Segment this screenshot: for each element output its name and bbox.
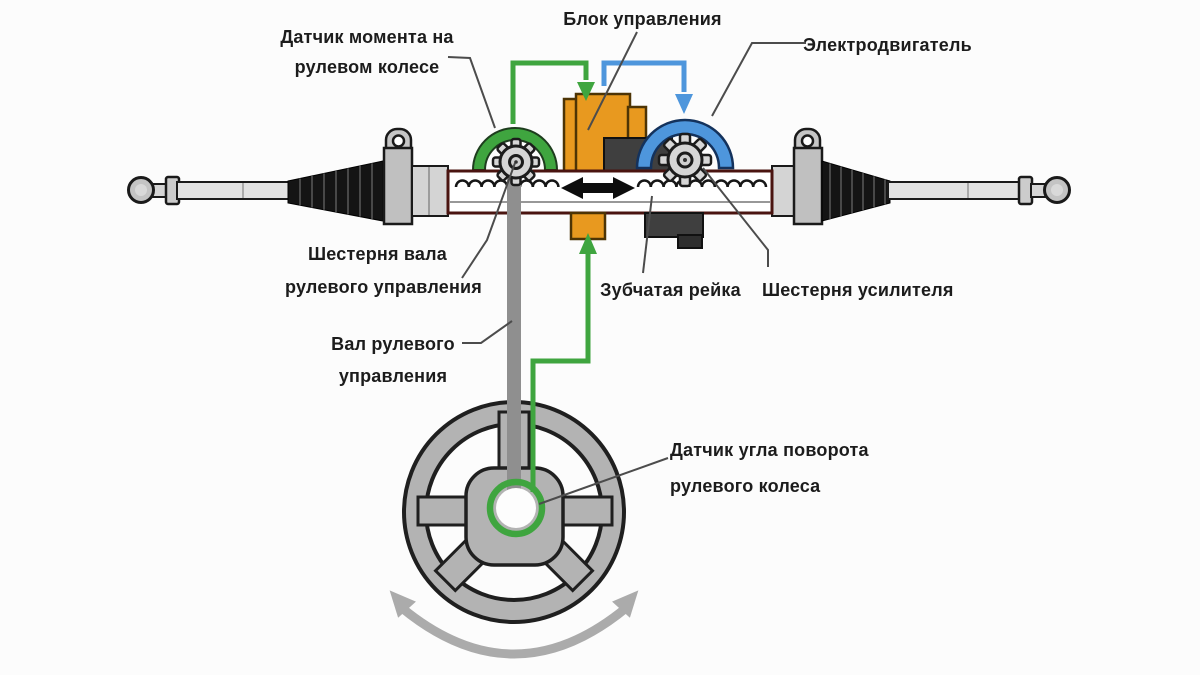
rack-teeth-right (636, 179, 768, 188)
label-rack: Зубчатая рейка (600, 280, 741, 300)
label-control-unit: Блок управления (563, 9, 722, 29)
leader-booster-gear (702, 167, 769, 267)
angle-sensor-wire-arrowhead (579, 233, 597, 254)
left-rod (176, 181, 291, 200)
right-ball-joint-center (1051, 184, 1063, 196)
ecu-to-motor-wire (601, 60, 687, 92)
left-mount-bracket (382, 146, 414, 226)
angle-sensor-wire (530, 243, 591, 492)
right-boot (821, 160, 891, 222)
label-angle-sensor-line2: рулевого колеса (670, 476, 821, 496)
label-electric-motor: Электродвигатель (803, 35, 972, 55)
rack-housing (446, 169, 774, 215)
label-angle-sensor: Датчик угла поворота рулевого колеса (670, 432, 890, 504)
label-shaft-gear-line2: рулевого управления (285, 277, 482, 297)
label-torque-sensor-line2: рулевом колесе (294, 57, 440, 77)
ecu-side-step (626, 105, 648, 142)
left-tie-rod (127, 127, 449, 226)
leader-angle-sensor (538, 457, 669, 505)
ecu-to-motor-arrowhead (675, 94, 693, 114)
leader-lines (447, 31, 806, 505)
right-mount-hole (800, 134, 815, 148)
rack-travel-arrow (561, 177, 635, 199)
leader-torque-sensor (447, 56, 496, 129)
leader-shaft-gear (461, 162, 516, 279)
motor-lower-step (677, 234, 703, 249)
booster-pinion (657, 132, 713, 188)
electric-motor-arc (635, 118, 735, 170)
right-tie-rod (771, 127, 1071, 226)
sensor-to-ecu-wire (510, 60, 589, 124)
label-steering-shaft-line1: Вал рулевого (331, 334, 455, 354)
hub-center (496, 488, 536, 528)
label-booster-gear: Шестерня усилителя (762, 280, 954, 300)
left-housing-collar (411, 165, 449, 217)
right-boot-ribs (829, 163, 886, 219)
steering-shaft (507, 168, 521, 502)
label-steering-shaft: Вал рулевого управления (318, 328, 468, 392)
right-mount-bracket (792, 146, 824, 226)
leader-electric-motor (711, 42, 806, 117)
motor-lower-block (644, 212, 704, 238)
steering-shaft-pinion (491, 137, 541, 187)
leader-rack (642, 195, 653, 274)
label-steering-shaft-line2: управления (338, 366, 448, 386)
leader-steering-shaft (462, 320, 513, 344)
wheel-rotation-arrow (389, 590, 639, 659)
left-ball-joint-center (135, 184, 147, 196)
left-mount-hole (391, 134, 406, 148)
label-shaft-gear: Шестерня вала рулевого управления (285, 238, 482, 304)
right-housing-collar (771, 165, 797, 217)
label-shaft-gear-line1: Шестерня вала (308, 244, 447, 264)
leader-control-unit (587, 31, 638, 131)
right-rod (887, 181, 1021, 200)
sensor-to-ecu-arrowhead (577, 82, 595, 101)
label-torque-sensor-line1: Датчик момента на (280, 27, 454, 47)
label-angle-sensor-line1: Датчик угла поворота (670, 440, 869, 460)
label-torque-sensor: Датчик момента на рулевом колесе (262, 22, 472, 82)
left-boot-ribs (299, 163, 373, 219)
angle-sensor-ring (486, 478, 546, 538)
